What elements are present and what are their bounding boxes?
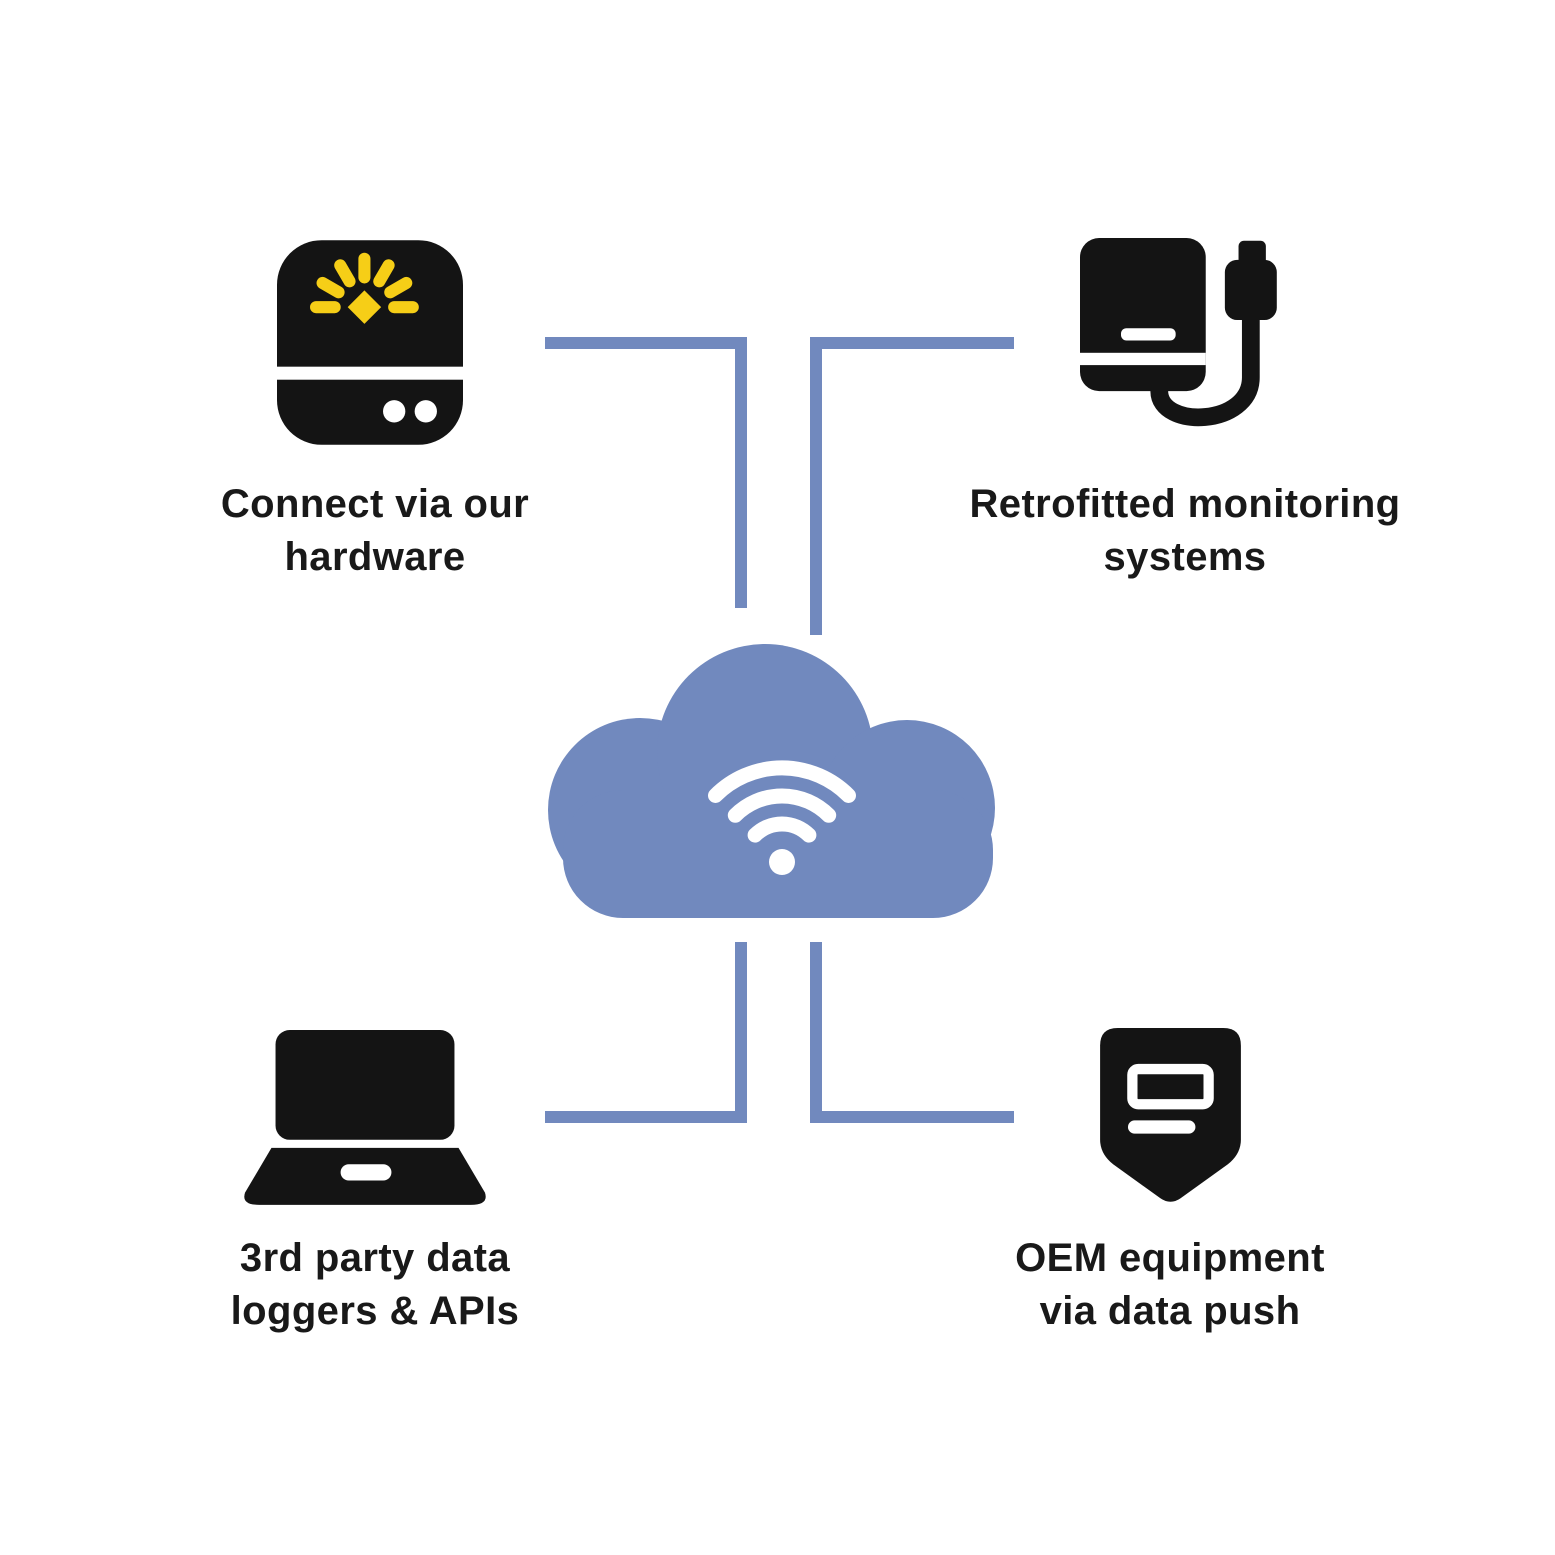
connector-bottom-right [810,942,1014,1123]
label-line: OEM equipment [1015,1236,1325,1280]
oem-meter-icon [1100,1028,1241,1202]
wifi-icon [708,760,856,875]
node-label-oem-data-push: OEM equipment via data push [930,1232,1410,1338]
connector-top-right [810,337,1014,635]
label-line: via data push [1039,1288,1301,1333]
label-line: loggers & APIs [230,1288,520,1333]
cloud-icon [548,644,995,918]
hardware-gateway-icon [277,240,463,445]
node-label-third-party-loggers: 3rd party data loggers & APIs [140,1232,610,1338]
laptop-icon [244,1030,486,1205]
label-line: hardware [284,534,466,579]
connector-bottom-left [545,942,747,1123]
label-line: systems [1103,534,1267,579]
connector-top-left [545,337,747,608]
retrofit-plug-icon [1080,238,1277,427]
cloud-wifi-icon [548,644,995,918]
label-line: Connect via our [220,482,530,526]
label-line: 3rd party data [239,1236,511,1280]
label-line: Retrofitted monitoring [969,482,1401,526]
node-label-connect-hardware: Connect via our hardware [140,478,610,584]
node-label-retrofitted-monitoring: Retrofitted monitoring systems [930,478,1440,584]
